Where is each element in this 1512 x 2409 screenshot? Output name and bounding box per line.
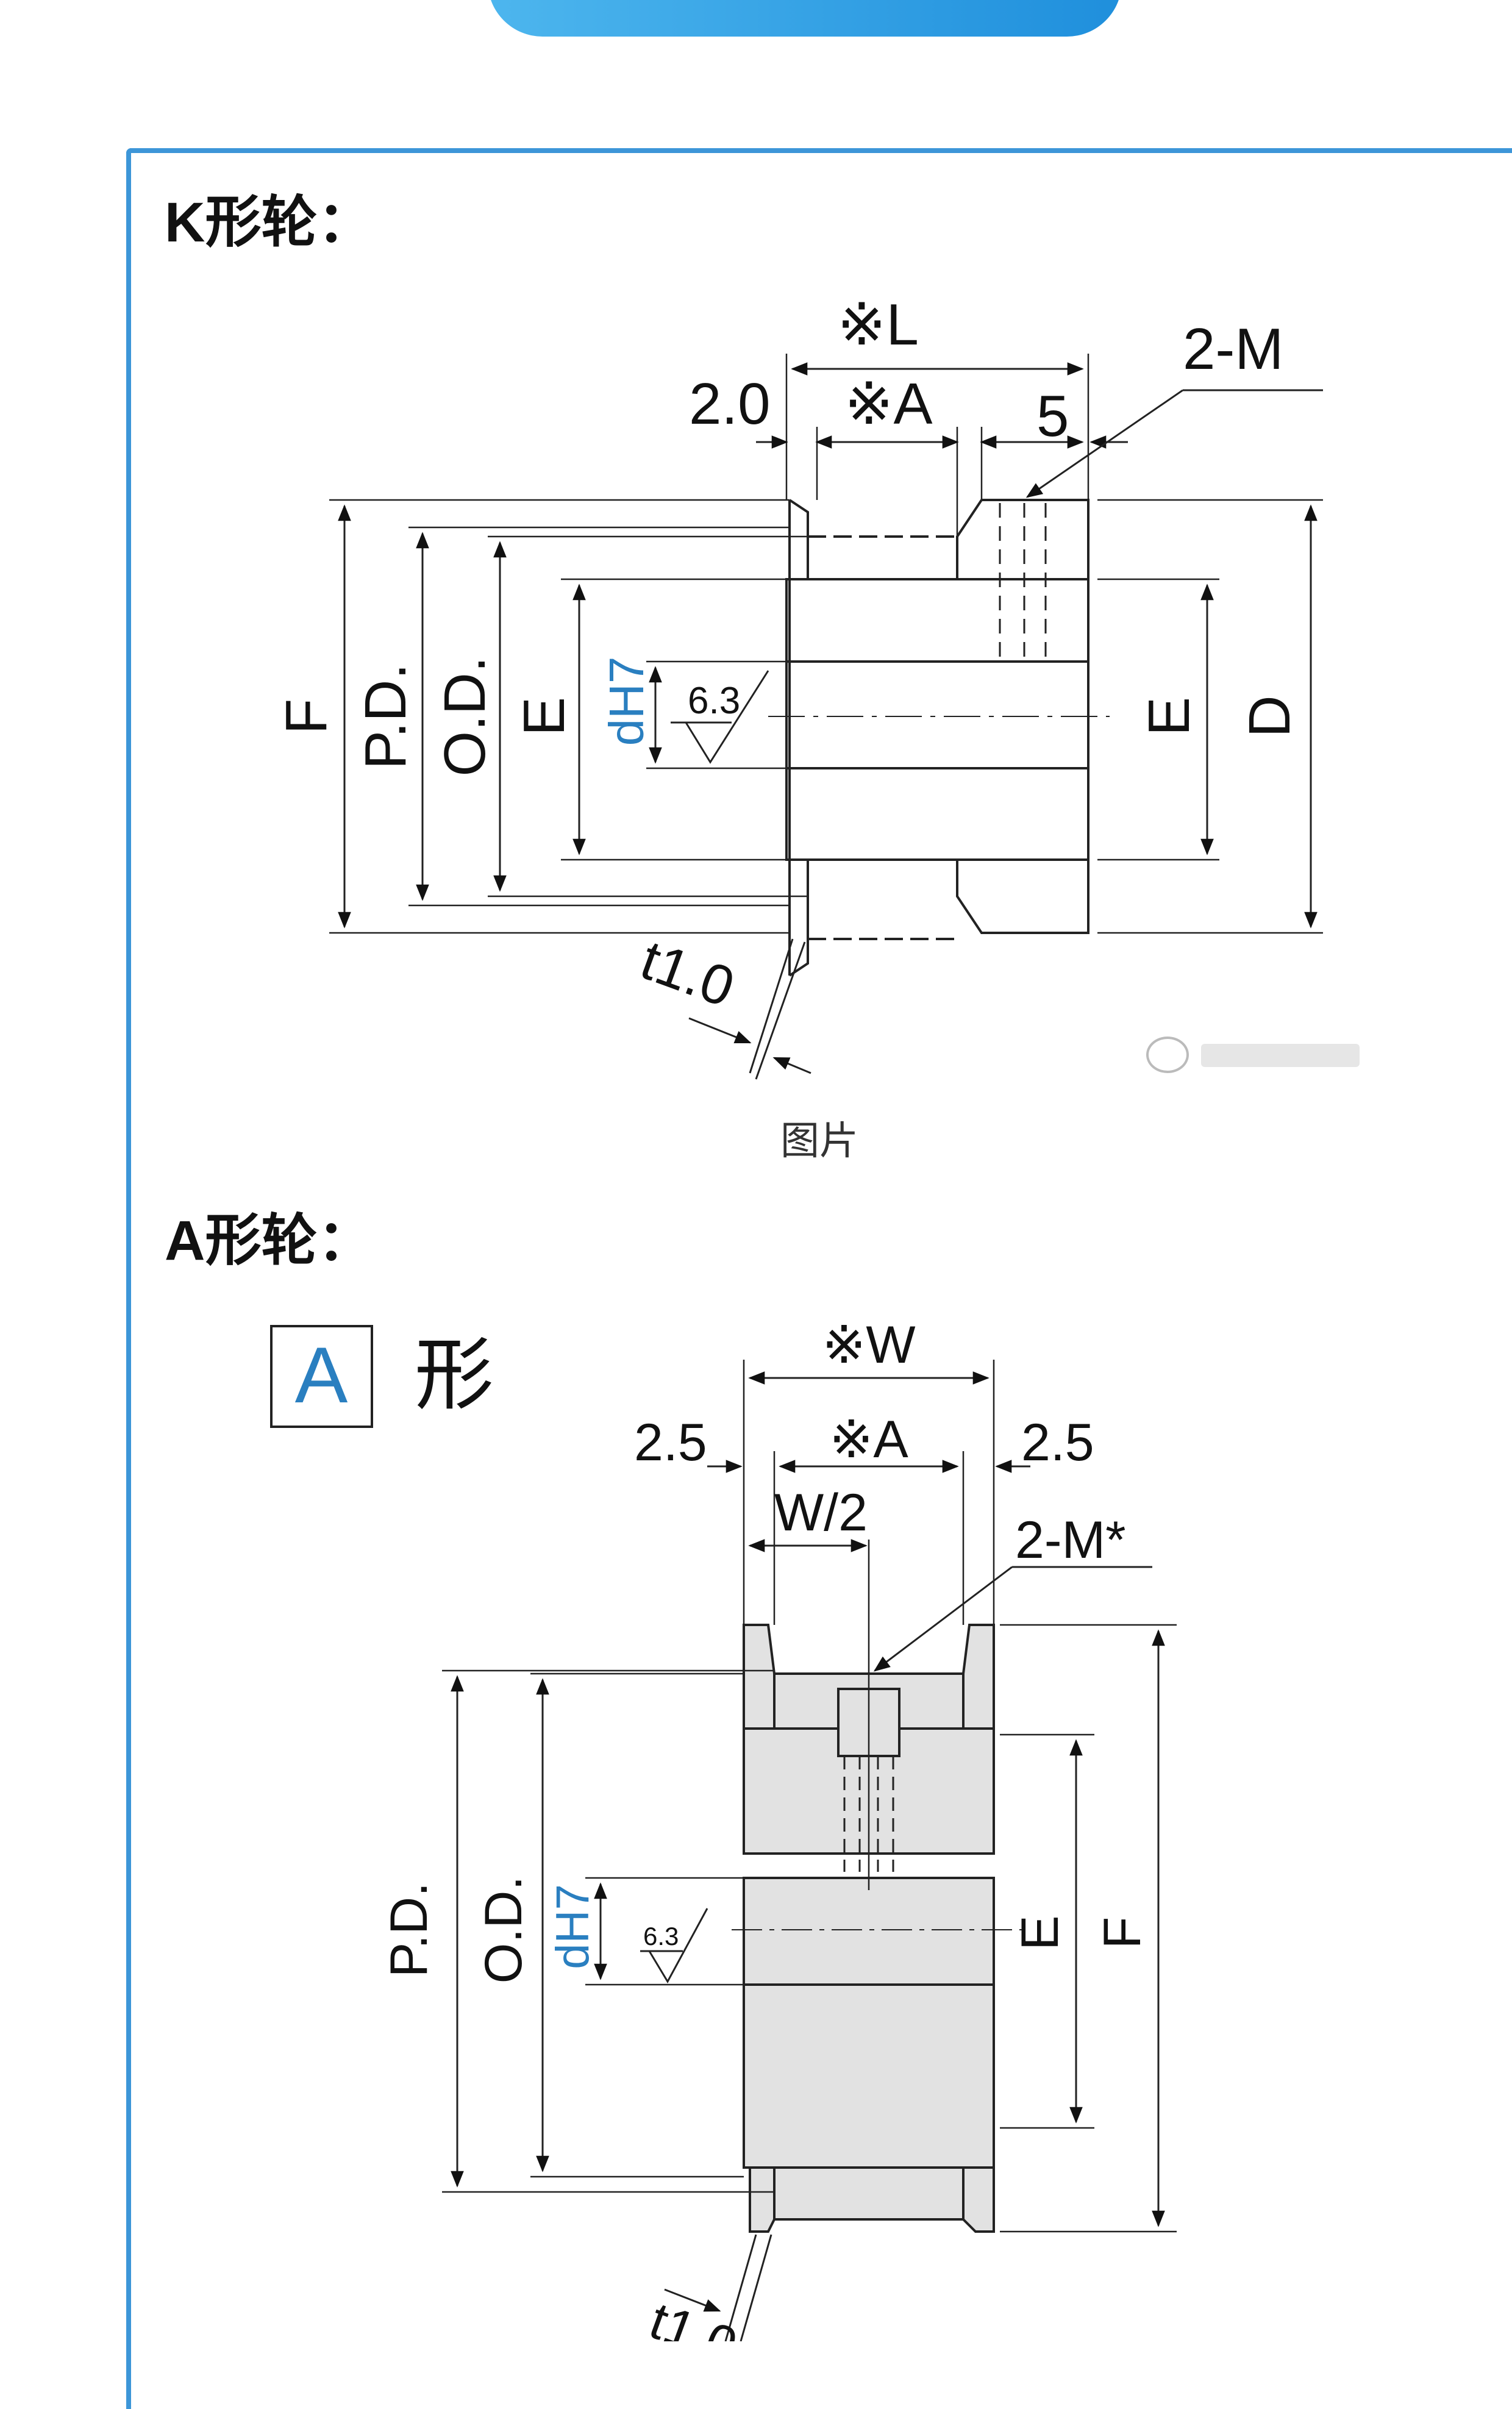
k-labels: ※L ※A 2.0 5 2-M F P.D. O.D. E dH7 6.3 E … bbox=[274, 292, 1302, 1019]
a-label-OD: O.D. bbox=[474, 1876, 533, 1984]
a-label-W: ※W bbox=[822, 1316, 915, 1374]
a-label-half-width: W/2 bbox=[774, 1483, 868, 1542]
k-label-flange: 2.0 bbox=[689, 371, 770, 437]
k-label-OD: O.D. bbox=[432, 656, 497, 776]
top-banner bbox=[488, 0, 1122, 37]
a-label-thickness: t1.0 bbox=[643, 2291, 745, 2341]
camera-logo-icon bbox=[1146, 1037, 1189, 1073]
a-label-bore: dH7 bbox=[547, 1884, 599, 1969]
a-pulley-drawing bbox=[442, 1360, 1177, 2341]
figure-caption: 图片 bbox=[780, 1119, 858, 1163]
k-pulley-body bbox=[768, 499, 1110, 977]
k-label-D: D bbox=[1237, 695, 1302, 737]
drawings: ※L ※A 2.0 5 2-M F P.D. O.D. E dH7 6.3 E … bbox=[270, 292, 1323, 2341]
k-pulley-drawing bbox=[329, 354, 1323, 1080]
k-dimension-lines bbox=[338, 362, 1323, 1080]
a-label-A: ※A bbox=[829, 1410, 908, 1469]
a-pulley-body bbox=[732, 1624, 1024, 2233]
a-shape-badge: A 形 bbox=[270, 1325, 494, 1428]
k-label-PD: P.D. bbox=[353, 663, 418, 769]
k-label-F: F bbox=[274, 699, 339, 735]
k-label-A: ※A bbox=[844, 371, 932, 437]
a-label-right-flange: 2.5 bbox=[1021, 1413, 1094, 1472]
k-label-thickness: t1.0 bbox=[633, 929, 742, 1019]
a-label-E: E bbox=[1011, 1915, 1069, 1950]
watermark bbox=[1146, 1037, 1378, 1073]
k-label-E-left: E bbox=[512, 697, 577, 736]
a-label-left-flange: 2.5 bbox=[634, 1413, 707, 1472]
k-extension-lines bbox=[329, 354, 1323, 934]
a-label-tap: 2-M* bbox=[1015, 1511, 1126, 1569]
a-dimension-lines bbox=[451, 1371, 1165, 2341]
watermark-blur bbox=[1201, 1044, 1360, 1067]
k-label-bore: dH7 bbox=[599, 657, 654, 746]
k-label-E-right: E bbox=[1136, 697, 1202, 736]
k-label-roughness: 6.3 bbox=[688, 680, 740, 722]
k-label-hub: 5 bbox=[1036, 384, 1069, 449]
content-panel bbox=[126, 148, 1512, 2409]
k-label-tap: 2-M bbox=[1183, 316, 1283, 382]
a-section-title: A形轮： bbox=[165, 1210, 374, 1272]
a-label-roughness: 6.3 bbox=[643, 1922, 679, 1950]
a-badge-text: 形 bbox=[415, 1330, 494, 1419]
a-label-PD: P.D. bbox=[380, 1882, 438, 1977]
k-section-title: K形轮： bbox=[165, 191, 374, 254]
k-label-L: ※L bbox=[837, 292, 919, 357]
a-badge-letter: A bbox=[295, 1330, 348, 1419]
a-label-F: F bbox=[1093, 1917, 1152, 1949]
a-badge-box bbox=[270, 1325, 373, 1428]
